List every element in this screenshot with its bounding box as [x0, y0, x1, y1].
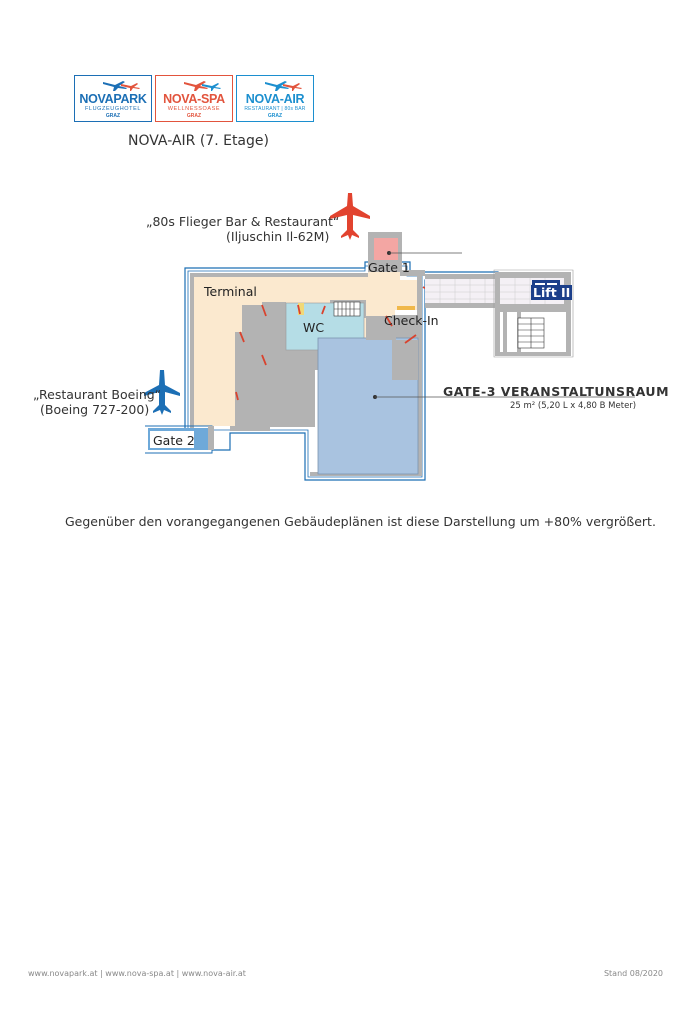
checkin-label: Check-In — [384, 313, 439, 328]
plane-icon — [184, 81, 221, 91]
scale-note: Gegenüber den vorangegangenen Gebäudeplä… — [65, 514, 656, 529]
logo-brand: NOVA-SPA — [163, 92, 225, 106]
logo-city: GRAZ — [186, 113, 202, 119]
restaurant-label-line1: „Restaurant Boeing“ — [33, 387, 162, 402]
lift-label: Lift II — [531, 285, 573, 300]
wall — [190, 273, 194, 431]
stairs-icon — [517, 317, 545, 349]
wall — [400, 270, 425, 276]
footer-date: Stand 08/2020 — [603, 969, 663, 978]
logo-novapark: NOVAPARK FLUGZEUGHOTEL GRAZ — [74, 75, 152, 122]
gate3-size: 25 m² (5,20 L x 4,80 B Meter) — [510, 401, 637, 411]
wall — [417, 270, 422, 475]
blue-plane-icon — [144, 370, 180, 415]
logo-nova-spa: NOVA-SPA WELLNESSOASE GRAZ — [155, 75, 233, 122]
gate1-area — [374, 238, 398, 260]
logo-nova-air: NOVA-AIR RESTAURANT | 80s BAR GRAZ — [236, 75, 314, 122]
logo-brand: NOVA-AIR — [245, 92, 305, 106]
gate3-title: GATE-3 VERANSTALTUNSRAUM — [443, 384, 670, 399]
logo-sub: RESTAURANT | 80s BAR — [244, 106, 306, 112]
wc-label: WC — [303, 320, 325, 335]
floor-plan — [144, 193, 635, 481]
footer-links[interactable]: www.novapark.at | www.nova-spa.at | www.… — [28, 969, 246, 978]
wall — [190, 273, 368, 277]
stairs-icon — [333, 301, 361, 317]
terminal-label: Terminal — [204, 284, 257, 299]
logo-sub: WELLNESSOASE — [167, 106, 221, 112]
page-subtitle: NOVA-AIR (7. Etage) — [128, 133, 269, 149]
wall — [230, 426, 270, 431]
gate1-label: Gate 1 — [368, 260, 410, 275]
plane-icon — [103, 81, 140, 91]
logo-city: GRAZ — [105, 113, 121, 119]
gate2-label: Gate 2 — [153, 433, 195, 448]
interior-wall — [286, 350, 318, 370]
plane-icon — [265, 81, 302, 91]
logo-brand: NOVAPARK — [79, 92, 147, 106]
red-plane-icon — [330, 193, 370, 240]
bar-label-line2: (Iljuschin Il-62M) — [226, 229, 330, 244]
logo-city: GRAZ — [267, 113, 283, 119]
interior-wall — [265, 370, 315, 427]
restaurant-label-line2: (Boeing 727-200) — [40, 402, 150, 417]
logo-sub: FLUGZEUGHOTEL — [84, 106, 142, 112]
bar-label-line1: „80s Flieger Bar & Restaurant“ — [146, 214, 340, 229]
